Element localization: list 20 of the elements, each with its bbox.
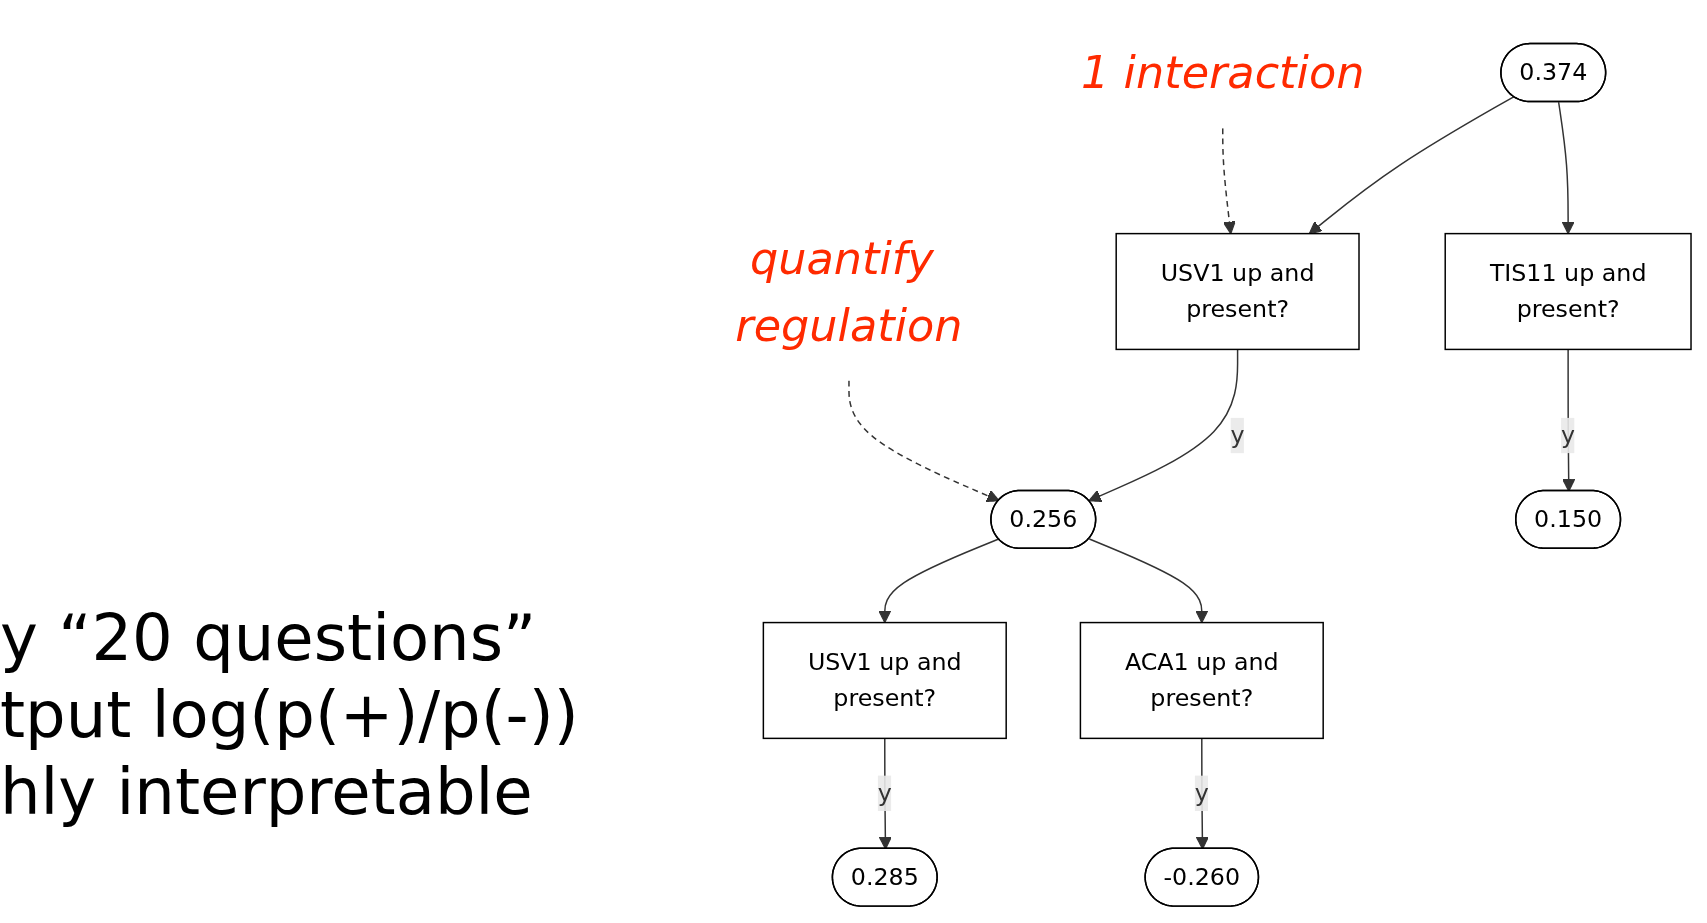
arrow <box>1222 127 1236 235</box>
arrow <box>1308 96 1515 235</box>
bullet-text: hly interpretable <box>0 753 534 831</box>
edge-label: y <box>877 778 892 807</box>
bullet-text: tput log(p(+)/p(-)) <box>0 676 580 754</box>
node-box: USV1 up and present? <box>1115 232 1360 351</box>
arrow <box>878 538 1000 624</box>
node-box: USV1 up and present? <box>762 621 1007 740</box>
edge-label: y <box>1194 778 1209 807</box>
node-box: TIS11 up and present? <box>1444 232 1692 351</box>
arrow <box>1088 538 1209 624</box>
arrow <box>848 379 1000 503</box>
node-box: ACA1 up and present? <box>1079 621 1324 740</box>
node-text: 1 interaction <box>1081 46 1365 99</box>
arrow <box>1557 101 1575 235</box>
edge-label: y <box>1561 420 1576 449</box>
node-text: quantify regulation <box>735 232 963 351</box>
bullet-text: y “20 questions” <box>0 600 538 677</box>
edge-label: y <box>1230 420 1245 449</box>
arrow <box>1088 348 1239 502</box>
